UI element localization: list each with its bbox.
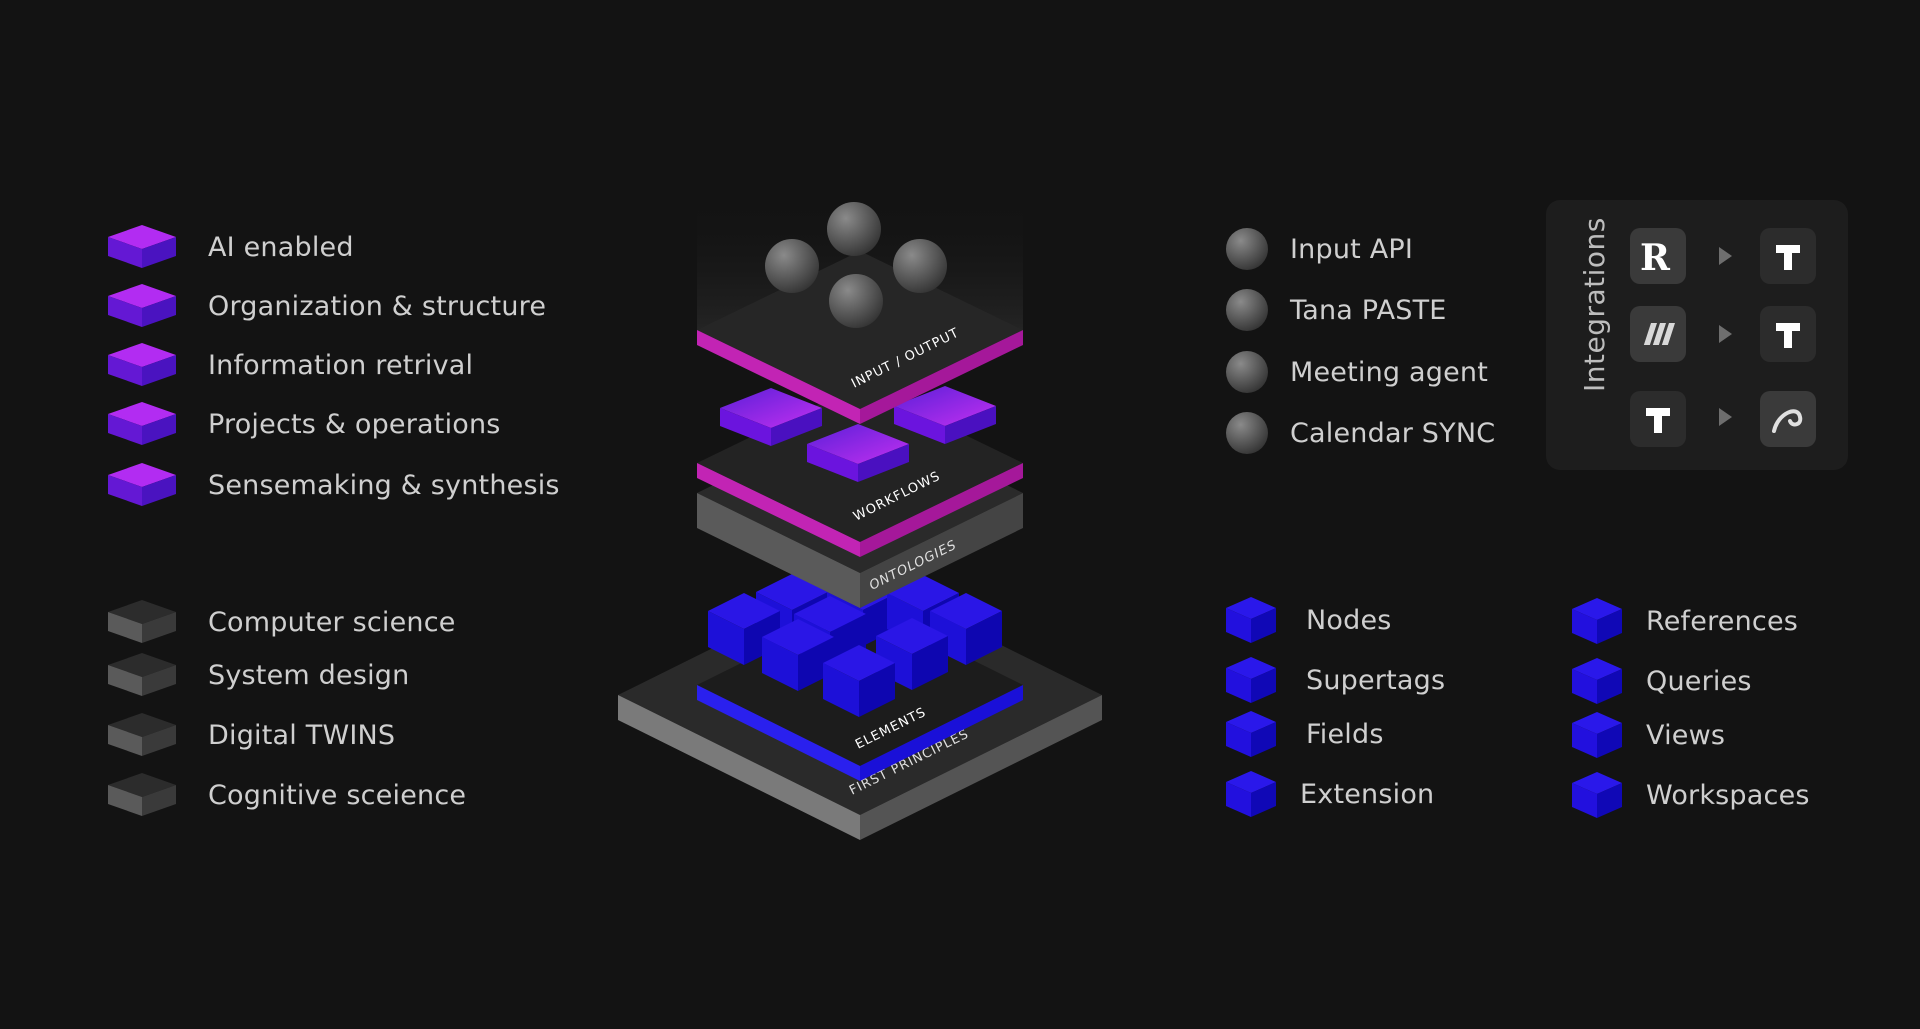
io-sphere — [829, 274, 883, 328]
legend-item: Organization & structure — [108, 281, 546, 331]
arrow-right-icon — [1719, 325, 1732, 343]
blue-cube-icon — [1572, 658, 1622, 704]
hook-icon[interactable] — [1760, 391, 1816, 447]
legend-item: Sensemaking & synthesis — [108, 460, 560, 510]
io-sphere — [827, 202, 881, 256]
purple-cube-icon — [108, 402, 176, 445]
purple-cube — [720, 388, 822, 446]
blue-cube-icon — [1572, 772, 1622, 818]
element-label: Views — [1646, 719, 1726, 751]
legend-label: AI enabled — [208, 231, 354, 263]
legend-label: Organization & structure — [208, 290, 547, 322]
blue-cube-icon — [1572, 712, 1622, 758]
io-item: Meeting agent — [1226, 351, 1488, 393]
blue-cube-icon — [1226, 597, 1276, 643]
legend-label: Information retrival — [208, 349, 474, 381]
element-item: Extension — [1226, 771, 1434, 817]
element-label: Extension — [1300, 778, 1435, 810]
legend-item: Computer science — [108, 597, 456, 647]
purple-cube-icon — [108, 284, 176, 327]
purple-cube — [807, 424, 909, 482]
gray-cube-icon — [108, 773, 176, 816]
gray-cube-icon — [108, 653, 176, 696]
io-label: Input API — [1290, 233, 1414, 265]
arrow-right-icon — [1719, 247, 1732, 265]
purple-cube-icon — [108, 463, 176, 506]
arrow-right-icon — [1719, 408, 1732, 426]
tana-icon[interactable] — [1630, 391, 1686, 447]
io-item: Tana PASTE — [1226, 289, 1447, 331]
linear-icon[interactable] — [1630, 306, 1686, 362]
blue-cube — [823, 645, 895, 717]
legend-label: System design — [208, 659, 410, 691]
blue-cube — [876, 618, 948, 690]
element-item: Supertags — [1226, 657, 1445, 703]
readwise-icon[interactable]: R — [1630, 228, 1686, 284]
sphere-icon — [1226, 351, 1268, 393]
layer-stack-diagram: FIRST PRINCIPLES ELEMENTS ONTOLOGIES WOR… — [618, 195, 1102, 840]
purple-cube — [894, 386, 996, 444]
element-label: Queries — [1646, 665, 1752, 697]
element-label: References — [1646, 605, 1799, 637]
purple-cube-icon — [108, 343, 176, 386]
blue-cube-icon — [1226, 657, 1276, 703]
io-sphere — [893, 239, 947, 293]
io-sphere — [765, 239, 819, 293]
legend-label: Sensemaking & synthesis — [208, 469, 560, 501]
legend-item: Projects & operations — [108, 399, 501, 449]
legend-item: Cognitive sceience — [108, 770, 466, 820]
workflow-cubes — [720, 386, 996, 482]
legend-label: Computer science — [208, 606, 456, 638]
io-item: Calendar SYNC — [1226, 412, 1495, 454]
sphere-icon — [1226, 228, 1268, 270]
element-label: Workspaces — [1646, 779, 1810, 811]
io-item: Input API — [1226, 228, 1413, 270]
blue-cube-icon — [1572, 598, 1622, 644]
sphere-icon — [1226, 289, 1268, 331]
legend-label: Cognitive sceience — [208, 779, 467, 811]
element-item: Nodes — [1226, 597, 1392, 643]
layer-input-output: INPUT / OUTPUT — [697, 195, 1023, 424]
element-cubes — [708, 574, 1002, 717]
blue-cube-icon — [1226, 711, 1276, 757]
purple-cube-icon — [108, 225, 176, 268]
element-item: References — [1572, 598, 1798, 644]
io-label: Meeting agent — [1290, 356, 1489, 388]
legend-label: Projects & operations — [208, 408, 501, 440]
element-item: Workspaces — [1572, 772, 1810, 818]
element-item: Views — [1572, 712, 1725, 758]
legend-label: Digital TWINS — [208, 719, 396, 751]
gray-cube-icon — [108, 600, 176, 643]
sphere-icon — [1226, 412, 1268, 454]
element-label: Supertags — [1306, 664, 1446, 696]
legend-item: System design — [108, 650, 409, 700]
legend-item: Information retrival — [108, 340, 473, 390]
io-label: Calendar SYNC — [1290, 417, 1496, 449]
element-label: Fields — [1306, 718, 1384, 750]
svg-text:R: R — [1640, 237, 1671, 279]
tana-icon[interactable] — [1760, 306, 1816, 362]
gray-cube-icon — [108, 713, 176, 756]
legend-item: Digital TWINS — [108, 710, 395, 760]
integrations-title: Integrations — [1578, 217, 1611, 392]
legend-item: AI enabled — [108, 222, 354, 272]
tana-icon[interactable] — [1760, 228, 1816, 284]
blue-cube-icon — [1226, 771, 1276, 817]
element-item: Fields — [1226, 711, 1384, 757]
element-label: Nodes — [1306, 604, 1392, 636]
io-label: Tana PASTE — [1290, 294, 1447, 326]
element-item: Queries — [1572, 658, 1752, 704]
